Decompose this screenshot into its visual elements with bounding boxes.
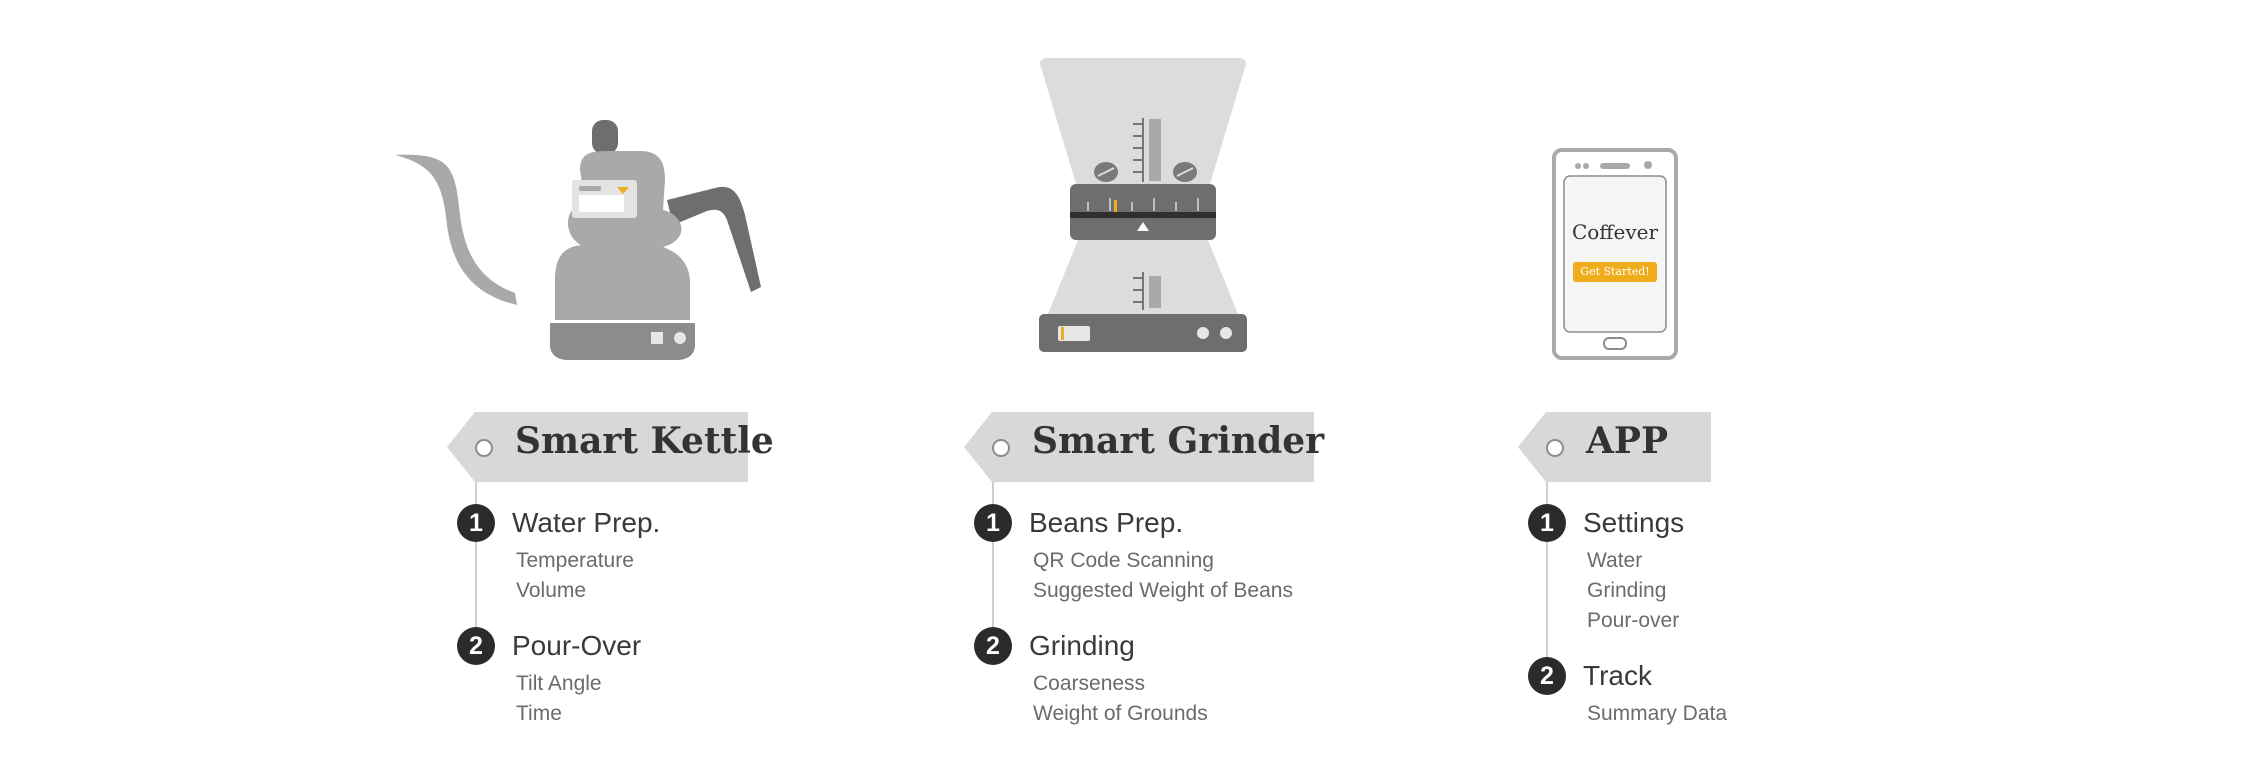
tag-hole-icon [992, 439, 1010, 457]
step-badge: 2 [1528, 657, 1566, 695]
step-title: Track [1583, 660, 1652, 691]
tag-hole-icon [1546, 439, 1564, 457]
step-detail: Tilt Angle [516, 672, 602, 695]
step-detail: Coarseness [1033, 672, 1146, 695]
smartphone-icon: Coffever Get Started! [1552, 148, 1678, 360]
step-detail: Time [516, 702, 562, 725]
step-detail: Volume [516, 579, 587, 602]
kettle-icon [395, 120, 761, 360]
step-title: Pour-Over [512, 630, 642, 661]
timeline-line [1546, 482, 1548, 680]
step-detail: QR Code Scanning [1033, 549, 1214, 572]
step-title: Grinding [1029, 630, 1135, 661]
step-badge: 1 [1528, 504, 1566, 542]
step-title: Water Prep. [512, 507, 661, 538]
step-badge: 2 [974, 627, 1012, 665]
app-brand-name: Coffever [1571, 220, 1659, 244]
step-badge: 1 [457, 504, 495, 542]
step-title: Settings [1583, 507, 1685, 538]
step-title: Beans Prep. [1029, 507, 1184, 538]
step-detail: Water [1587, 549, 1643, 572]
tag-smart-kettle: Smart Kettle [447, 412, 774, 482]
tag-hole-icon [475, 439, 493, 457]
step-detail: Pour-over [1587, 609, 1680, 632]
get-started-button[interactable]: Get Started! [1573, 262, 1657, 282]
step-detail: Suggested Weight of Beans [1033, 579, 1293, 602]
section-title: Smart Grinder [1032, 420, 1325, 462]
step-badge: 1 [974, 504, 1012, 542]
step-badge: 2 [457, 627, 495, 665]
step-detail: Weight of Grounds [1033, 702, 1208, 725]
step-detail: Summary Data [1587, 702, 1728, 725]
timeline-line [475, 482, 477, 650]
timeline-line [992, 482, 994, 650]
section-title: APP [1586, 420, 1669, 462]
tag-app: APP [1518, 412, 1711, 482]
step-detail: Grinding [1587, 579, 1667, 602]
step-detail: Temperature [516, 549, 634, 572]
grinder-icon [1039, 58, 1247, 352]
section-title: Smart Kettle [515, 420, 774, 462]
tag-smart-grinder: Smart Grinder [964, 412, 1324, 482]
